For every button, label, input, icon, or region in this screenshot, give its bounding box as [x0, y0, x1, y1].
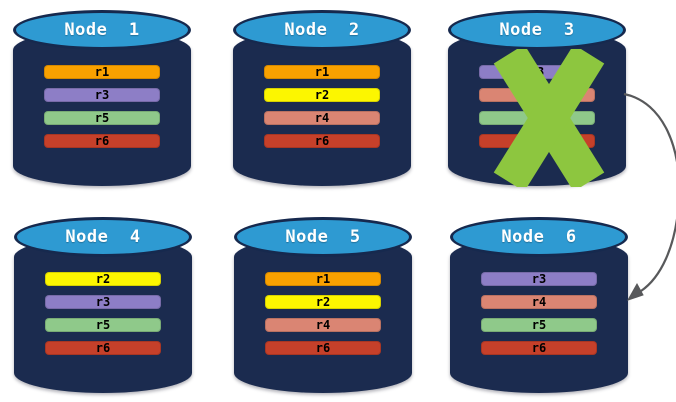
cylinder-top: Node 6 [450, 217, 628, 257]
cylinder-body [234, 237, 412, 393]
cylinder-top: Node 3 [448, 10, 626, 50]
replica-list: r2 r3 r5 r6 [45, 272, 161, 364]
node-title: Node 6 [501, 227, 577, 247]
replica-bar: r6 [481, 341, 597, 355]
replica-bar: r1 [44, 65, 160, 79]
replica-bar: r3 [44, 88, 160, 102]
cylinder-top: Node 4 [14, 217, 192, 257]
node-title: Node 4 [65, 227, 141, 247]
replica-bar: r6 [264, 134, 380, 148]
node-title: Node 2 [284, 20, 360, 40]
replica-bar: r6 [265, 341, 381, 355]
replica-bar: r4 [264, 111, 380, 125]
replica-bar: r3 [481, 272, 597, 286]
replica-list: r3 r4 r5 r6 [481, 272, 597, 364]
node-6: Node 6 r3 r4 r5 r6 [450, 217, 628, 393]
node-title: Node 3 [499, 20, 575, 40]
node-3: Node 3 r3 r4 r5 r6 [448, 10, 626, 187]
cylinder-body [233, 30, 411, 186]
replica-bar: r2 [45, 272, 161, 286]
replica-bar: r5 [45, 318, 161, 332]
node-1: Node 1 r1 r3 r5 r6 [13, 10, 191, 186]
replica-bar: r5 [44, 111, 160, 125]
replica-list: r1 r2 r4 r6 [265, 272, 381, 364]
replica-bar: r2 [264, 88, 380, 102]
replica-bar: r4 [265, 318, 381, 332]
replica-bar: r5 [481, 318, 597, 332]
node-title: Node 5 [285, 227, 361, 247]
node-2: Node 2 r1 r2 r4 r6 [233, 10, 411, 186]
replica-bar: r2 [265, 295, 381, 309]
replica-bar: r1 [264, 65, 380, 79]
cylinder-top: Node 5 [234, 217, 412, 257]
node-5: Node 5 r1 r2 r4 r6 [234, 217, 412, 393]
cylinder-top: Node 1 [13, 10, 191, 50]
replica-bar: r1 [265, 272, 381, 286]
cylinder-top: Node 2 [233, 10, 411, 50]
replica-list: r1 r3 r5 r6 [44, 65, 160, 157]
cylinder-body [13, 30, 191, 186]
cylinder-body [14, 237, 192, 393]
cylinder-body [450, 237, 628, 393]
node-4: Node 4 r2 r3 r5 r6 [14, 217, 192, 393]
failure-x-icon [493, 49, 605, 187]
replica-bar: r4 [481, 295, 597, 309]
replica-list: r1 r2 r4 r6 [264, 65, 380, 157]
replica-bar: r3 [45, 295, 161, 309]
replica-bar: r6 [45, 341, 161, 355]
node-title: Node 1 [64, 20, 140, 40]
replica-bar: r6 [44, 134, 160, 148]
